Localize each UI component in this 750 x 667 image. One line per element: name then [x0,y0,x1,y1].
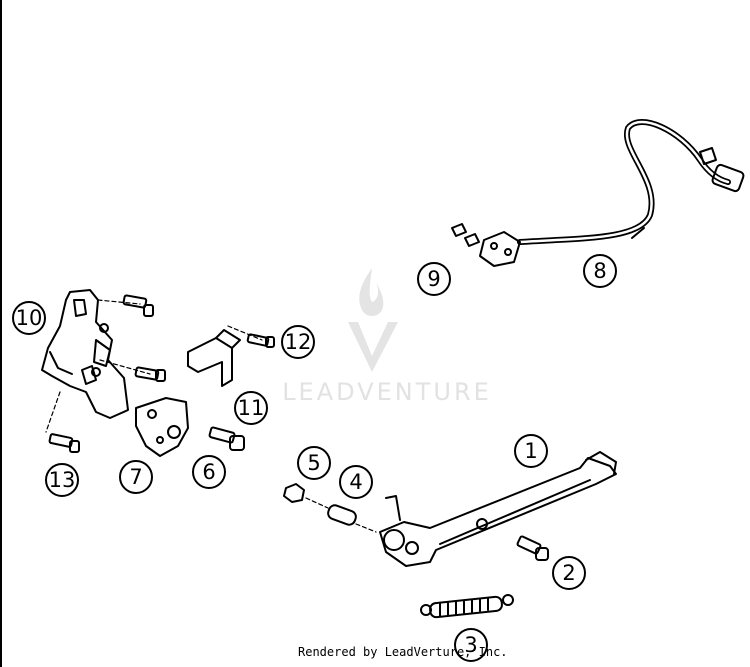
sensor-cable [517,119,745,245]
callout-13: 13 [45,463,79,497]
callout-4: 4 [339,465,373,499]
callout-9: 9 [417,262,451,296]
bolt-12 [246,333,270,347]
callout-6: 6 [192,455,226,489]
watermark-text: LEADVENTURE [282,378,492,406]
bracket-bolts [48,294,166,453]
callout-10: 10 [12,301,46,335]
callout-7: 7 [119,460,153,494]
stand-bolt [516,535,549,561]
callout-1: 1 [514,434,548,468]
callout-11: 11 [234,391,268,425]
sleeve-bolt [208,426,245,451]
angle-bracket [187,325,263,387]
sensor-bracket [451,223,521,267]
main-bracket [41,289,151,433]
callout-3: 3 [454,628,488,662]
left-border [0,0,2,667]
bushing [305,497,377,533]
side-stand [379,451,617,567]
nut [283,483,305,503]
callout-12: 12 [281,325,315,359]
spring [420,594,514,619]
render-credit: Rendered by LeadVerture, Inc. [298,645,508,659]
callout-5: 5 [297,446,331,480]
switch-plate [135,397,189,457]
callout-2: 2 [552,556,586,590]
callout-8: 8 [583,254,617,288]
